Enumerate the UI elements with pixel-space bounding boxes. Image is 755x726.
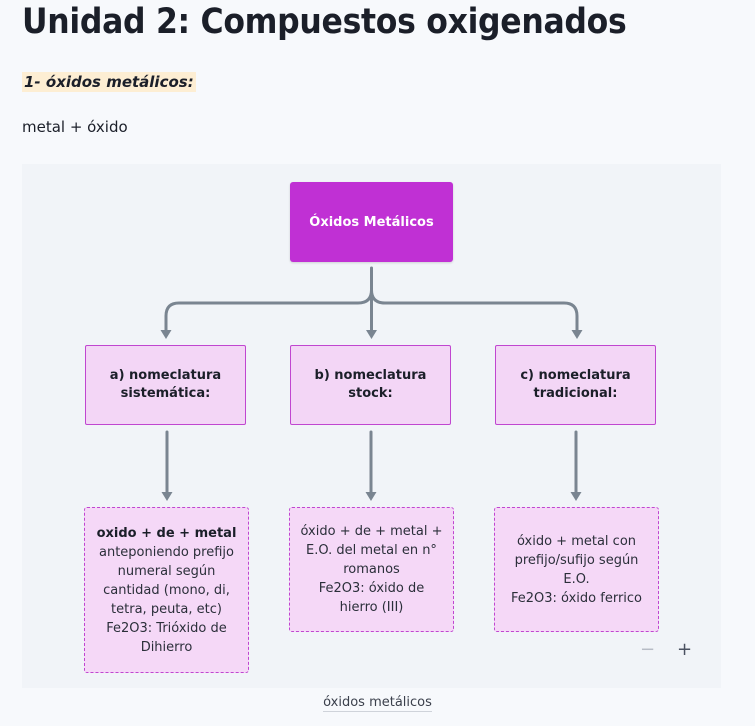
leaf-sistematica-line: tetra, peuta, etc) — [111, 601, 222, 617]
leaf-sistematica-line: numeral según — [117, 563, 216, 579]
arrowhead-c-leaf — [570, 492, 582, 501]
edge-root-a — [164, 288, 373, 334]
leaf-tradicional-line: óxido + metal con — [516, 533, 637, 549]
leaf-sistematica-bold: oxido + de + metal — [96, 525, 237, 541]
arrowhead-a — [160, 330, 172, 339]
leaf-tradicional[interactable]: óxido + metal con prefijo/sufijo según E… — [494, 507, 659, 632]
arrowhead-c — [571, 330, 583, 339]
leaf-sistematica-line: Fe2O3: Trióxido de — [106, 620, 227, 636]
zoom-in-button[interactable]: + — [677, 639, 693, 660]
node-sistematica[interactable]: a) nomeclatura sistemática: — [85, 345, 246, 425]
leaf-sistematica-line: Dihierro — [140, 639, 193, 655]
leaf-stock[interactable]: óxido + de + metal + E.O. del metal en n… — [289, 507, 454, 632]
leaf-stock-line: hierro (III) — [339, 600, 404, 615]
node-tradicional[interactable]: c) nomeclatura tradicional: — [495, 345, 656, 425]
page-title: Unidad 2: Compuestos oxigenados — [22, 2, 627, 42]
leaf-stock-line: óxido + de + metal + — [300, 524, 443, 539]
leaf-sistematica-line: anteponiendo prefijo — [99, 544, 234, 560]
node-root[interactable]: Óxidos Metálicos — [290, 182, 453, 262]
caption-text: óxidos metálicos — [323, 695, 432, 712]
node-stock[interactable]: b) nomeclatura stock: — [290, 345, 451, 425]
leaf-sistematica[interactable]: oxido + de + metal anteponiendo prefijo … — [84, 507, 249, 673]
leaf-tradicional-line: Fe2O3: óxido ferrico — [511, 590, 642, 606]
leaf-sistematica-line: cantidad (mono, di, — [103, 582, 230, 598]
diagram-canvas[interactable]: Óxidos Metálicos a) nomeclatura sistemát… — [22, 164, 721, 688]
leaf-stock-line: romanos — [343, 562, 400, 577]
leaf-tradicional-line: prefijo/sufijo según — [514, 552, 639, 568]
leaf-stock-line: E.O. del metal en n° — [306, 543, 437, 558]
section-subtitle: 1- óxidos metálicos: — [22, 72, 196, 92]
leaf-tradicional-line: E.O. — [563, 571, 590, 587]
diagram-caption: óxidos metálicos — [0, 695, 755, 712]
formula-text: metal + óxido — [22, 118, 128, 136]
edge-root-c — [370, 288, 579, 334]
arrowhead-b-leaf — [365, 492, 377, 501]
diagram-edges — [160, 266, 583, 501]
leaf-stock-line: Fe2O3: óxido de — [318, 581, 425, 596]
arrowhead-a-leaf — [161, 492, 173, 501]
arrowhead-b — [366, 330, 377, 339]
zoom-out-button[interactable]: − — [640, 639, 656, 660]
